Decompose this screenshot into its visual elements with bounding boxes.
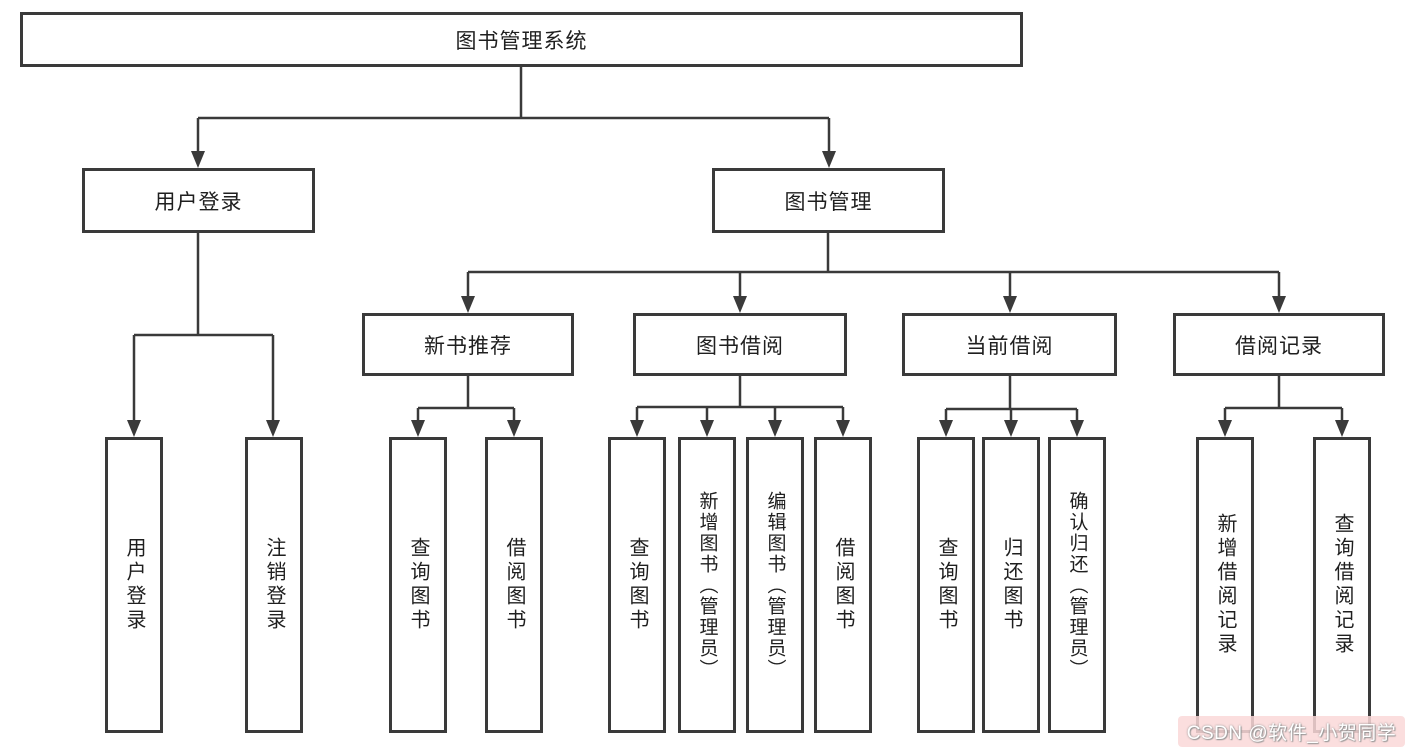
leaf-borrow-add-admin-label: 新增图书（管理员） [696, 490, 718, 680]
connector-new-book-children [416, 376, 516, 423]
csdn-watermark: CSDN @软件_小贺同学 [1178, 716, 1405, 747]
node-borrow-records: 借阅记录 [1173, 313, 1385, 376]
leaf-newbooks-query: 查询图书 [389, 437, 447, 733]
leaf-records-add: 新增借阅记录 [1196, 437, 1254, 733]
node-user-login: 用户登录 [82, 168, 315, 233]
node-new-book-recommend: 新书推荐 [362, 313, 574, 376]
connector-book-borrow-children [635, 376, 845, 423]
leaf-newbooks-query-label: 查询图书 [407, 537, 429, 633]
connector-user-login-children [132, 233, 275, 423]
leaf-user-login: 用户登录 [105, 437, 163, 733]
node-root-system: 图书管理系统 [20, 12, 1023, 67]
leaf-borrow-add-admin: 新增图书（管理员） [678, 437, 736, 733]
node-current-borrow: 当前借阅 [902, 313, 1117, 376]
leaf-newbooks-borrow: 借阅图书 [485, 437, 543, 733]
leaf-newbooks-borrow-label: 借阅图书 [503, 537, 525, 633]
leaf-records-query: 查询借阅记录 [1313, 437, 1371, 733]
leaf-borrow-book-label: 借阅图书 [832, 537, 854, 633]
leaf-current-return: 归还图书 [982, 437, 1040, 733]
node-book-management: 图书管理 [712, 168, 945, 233]
leaf-logout: 注销登录 [245, 437, 303, 733]
leaf-borrow-book: 借阅图书 [814, 437, 872, 733]
leaf-user-login-label: 用户登录 [123, 537, 145, 633]
leaf-current-query: 查询图书 [917, 437, 975, 733]
connector-book-management-children [466, 233, 1281, 299]
connector-current-borrow-children [944, 376, 1079, 423]
leaf-borrow-query: 查询图书 [608, 437, 666, 733]
leaf-current-confirm-admin: 确认归还（管理员） [1048, 437, 1106, 733]
leaf-borrow-edit-admin-label: 编辑图书（管理员） [764, 490, 786, 680]
connector-root-to-level2 [196, 67, 831, 154]
leaf-current-query-label: 查询图书 [935, 537, 957, 633]
leaf-borrow-query-label: 查询图书 [626, 537, 648, 633]
leaf-current-confirm-admin-label: 确认归还（管理员） [1066, 490, 1088, 680]
leaf-current-return-label: 归还图书 [1000, 537, 1022, 633]
leaf-records-query-label: 查询借阅记录 [1331, 513, 1353, 657]
leaf-borrow-edit-admin: 编辑图书（管理员） [746, 437, 804, 733]
leaf-records-add-label: 新增借阅记录 [1214, 513, 1236, 657]
node-book-borrow: 图书借阅 [633, 313, 847, 376]
connector-borrow-records-children [1223, 376, 1344, 423]
leaf-logout-label: 注销登录 [263, 537, 285, 633]
